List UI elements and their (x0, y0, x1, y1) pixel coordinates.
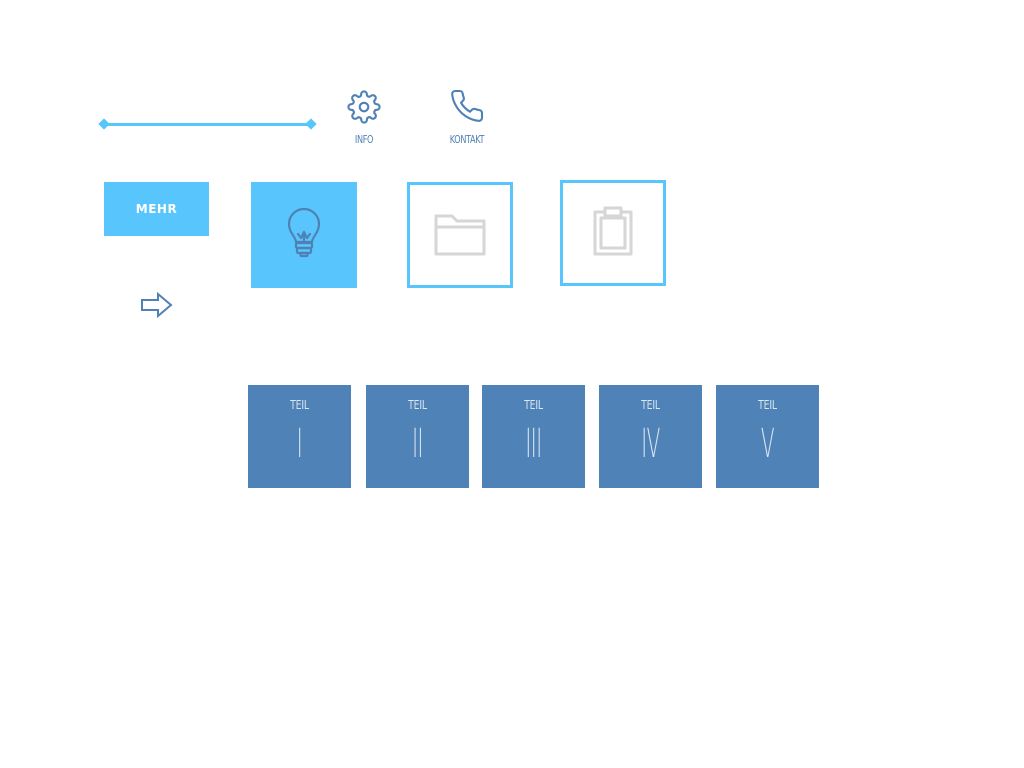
part-numeral: V (760, 421, 775, 467)
nav-kontakt[interactable]: KONTAKT (427, 88, 507, 146)
part-caption: TEIL (524, 398, 543, 412)
part-caption: TEIL (408, 398, 427, 412)
gear-icon (324, 90, 404, 124)
part-tile-3[interactable]: TEIL III (482, 385, 585, 488)
lightbulb-icon (284, 206, 324, 264)
phone-icon (427, 88, 507, 124)
line-endpoint-left (98, 118, 110, 130)
folder-icon (433, 208, 487, 262)
idea-tile[interactable] (251, 182, 357, 288)
nav-info-label: INFO (354, 133, 374, 146)
part-numeral: IV (641, 421, 660, 467)
clipboard-tile[interactable] (560, 180, 666, 286)
part-caption: TEIL (641, 398, 660, 412)
arrow-right-icon[interactable] (140, 291, 174, 323)
part-tile-4[interactable]: TEIL IV (599, 385, 702, 488)
part-numeral: II (412, 421, 423, 467)
part-numeral: III (525, 421, 542, 467)
mehr-button[interactable]: MEHR (104, 182, 209, 236)
part-numeral: I (296, 421, 303, 467)
part-tile-5[interactable]: TEIL V (716, 385, 819, 488)
part-tile-1[interactable]: TEIL I (248, 385, 351, 488)
part-caption: TEIL (758, 398, 777, 412)
nav-info[interactable]: INFO (324, 90, 404, 146)
clipboard-icon (590, 204, 636, 262)
decorative-line (104, 123, 312, 126)
part-caption: TEIL (290, 398, 309, 412)
line-endpoint-right (305, 118, 317, 130)
part-tile-2[interactable]: TEIL II (366, 385, 469, 488)
folder-tile[interactable] (407, 182, 513, 288)
nav-kontakt-label: KONTAKT (449, 133, 485, 146)
